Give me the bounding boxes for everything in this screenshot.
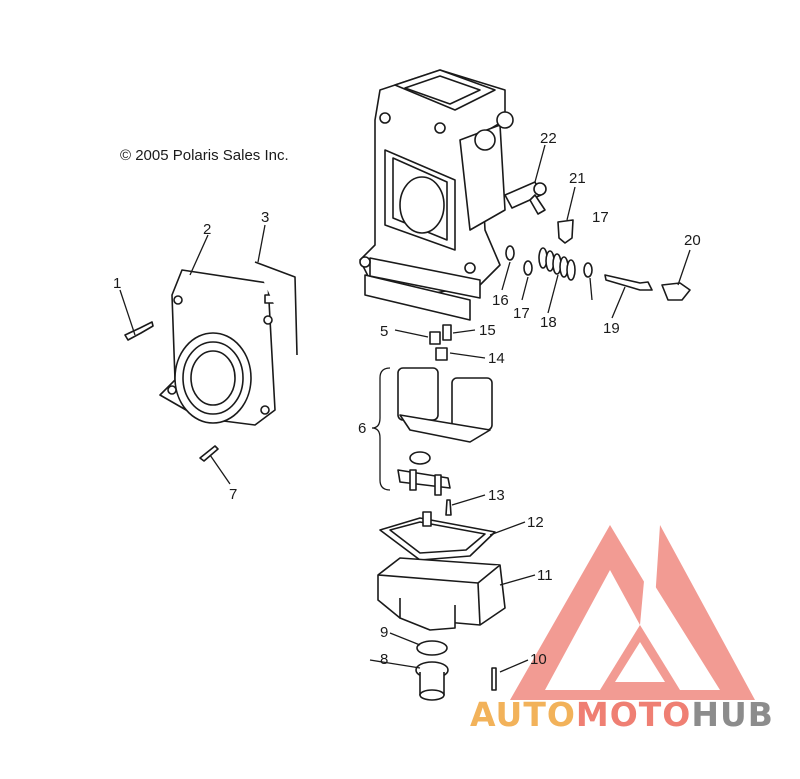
callout-14: 14 [488,350,505,367]
part-15-jet [442,324,452,341]
watermark-hub: HUB [691,695,774,734]
part-17-washer-b [583,262,593,278]
part-13-screw [445,499,452,516]
watermark-logo-icon [510,525,755,700]
callout-22: 22 [540,130,557,147]
part-19-pilot-screw [604,274,653,291]
part-20-knob [661,282,691,301]
callout-6: 6 [358,420,366,437]
part-21-cap [557,219,574,244]
part-6-bracket [371,367,391,491]
callout-9: 9 [380,624,388,641]
part-6-float-assembly [397,367,493,496]
callout-12: 12 [527,514,544,531]
callout-11: 11 [537,567,553,584]
callout-10: 10 [530,651,547,668]
callout-17b: 17 [592,209,609,226]
part-22-fitting [504,181,547,215]
callout-20: 20 [684,232,701,249]
callout-2: 2 [203,221,211,238]
watermark-auto: AUTO [470,695,576,734]
part-3-gasket [254,261,298,356]
callout-17a: 17 [513,305,530,322]
part-11-float-bowl [377,557,506,631]
part-16-washer [505,245,515,261]
callout-labels: 1 2 3 5 6 7 8 9 10 11 12 13 14 15 16 17 … [113,130,701,668]
leader-lines [119,144,691,673]
part-5-jet [429,331,441,345]
callout-5: 5 [380,323,388,340]
callout-3: 3 [261,209,269,226]
callout-16: 16 [492,292,509,309]
callout-1: 1 [113,275,121,292]
part-18-spring [538,247,576,281]
part-2-intake-housing [159,269,278,426]
part-8-drain-plug [415,661,449,701]
part-9-o-ring [416,640,448,656]
callout-18: 18 [540,314,557,331]
callout-8: 8 [380,651,388,668]
part-10-screw [491,667,497,691]
part-17-washer-a [523,260,533,276]
callout-7: 7 [229,486,237,503]
callout-21: 21 [569,170,586,187]
part-7-pin [199,445,219,462]
part-14-jet [435,347,448,361]
callout-19: 19 [603,320,620,337]
watermark-text: AUTOMOTOHUB [470,695,774,734]
part-1-screw [124,321,154,341]
callout-15: 15 [479,322,496,339]
part-12-post [422,511,432,527]
callout-13: 13 [488,487,505,504]
carburetor-body [359,69,514,321]
copyright-notice: © 2005 Polaris Sales Inc. [120,147,289,164]
watermark-moto: MOTO [575,695,692,734]
